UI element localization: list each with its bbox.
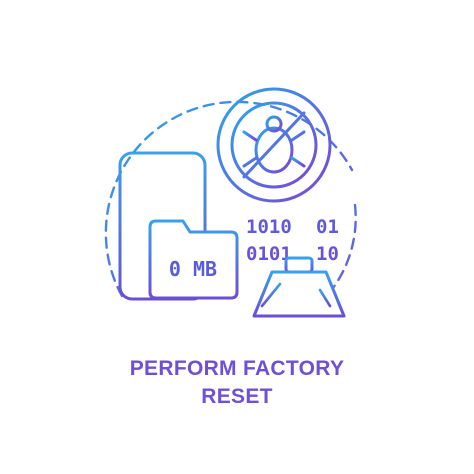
binary-row1-left: 1010 xyxy=(246,216,292,238)
folder-icon: 0 MB xyxy=(148,219,239,300)
binary-row2-right: 10 xyxy=(316,243,339,265)
binary-row2-left: 0101 xyxy=(246,243,292,265)
broom-icon xyxy=(252,212,346,318)
caption-line-1: PERFORM FACTORY xyxy=(129,357,345,380)
binary-code-icon: 1010 01 0101 10 xyxy=(246,216,339,265)
no-bug-icon xyxy=(216,87,332,203)
caption-line-2: RESET xyxy=(201,385,273,408)
binary-row1-right: 01 xyxy=(316,216,339,238)
folder-size-label: 0 MB xyxy=(169,257,217,281)
